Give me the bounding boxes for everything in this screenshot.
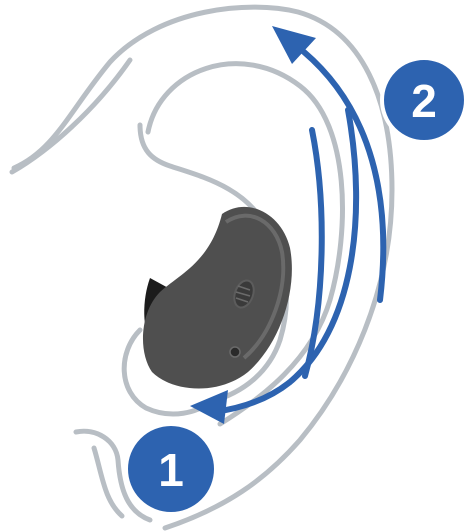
- step-2-badge: 2: [382, 58, 466, 142]
- earbud-sensor-dot: [230, 347, 240, 357]
- step-1-number: 1: [158, 444, 184, 496]
- step-2-number: 2: [411, 75, 437, 127]
- step-1-badge: 1: [126, 424, 216, 514]
